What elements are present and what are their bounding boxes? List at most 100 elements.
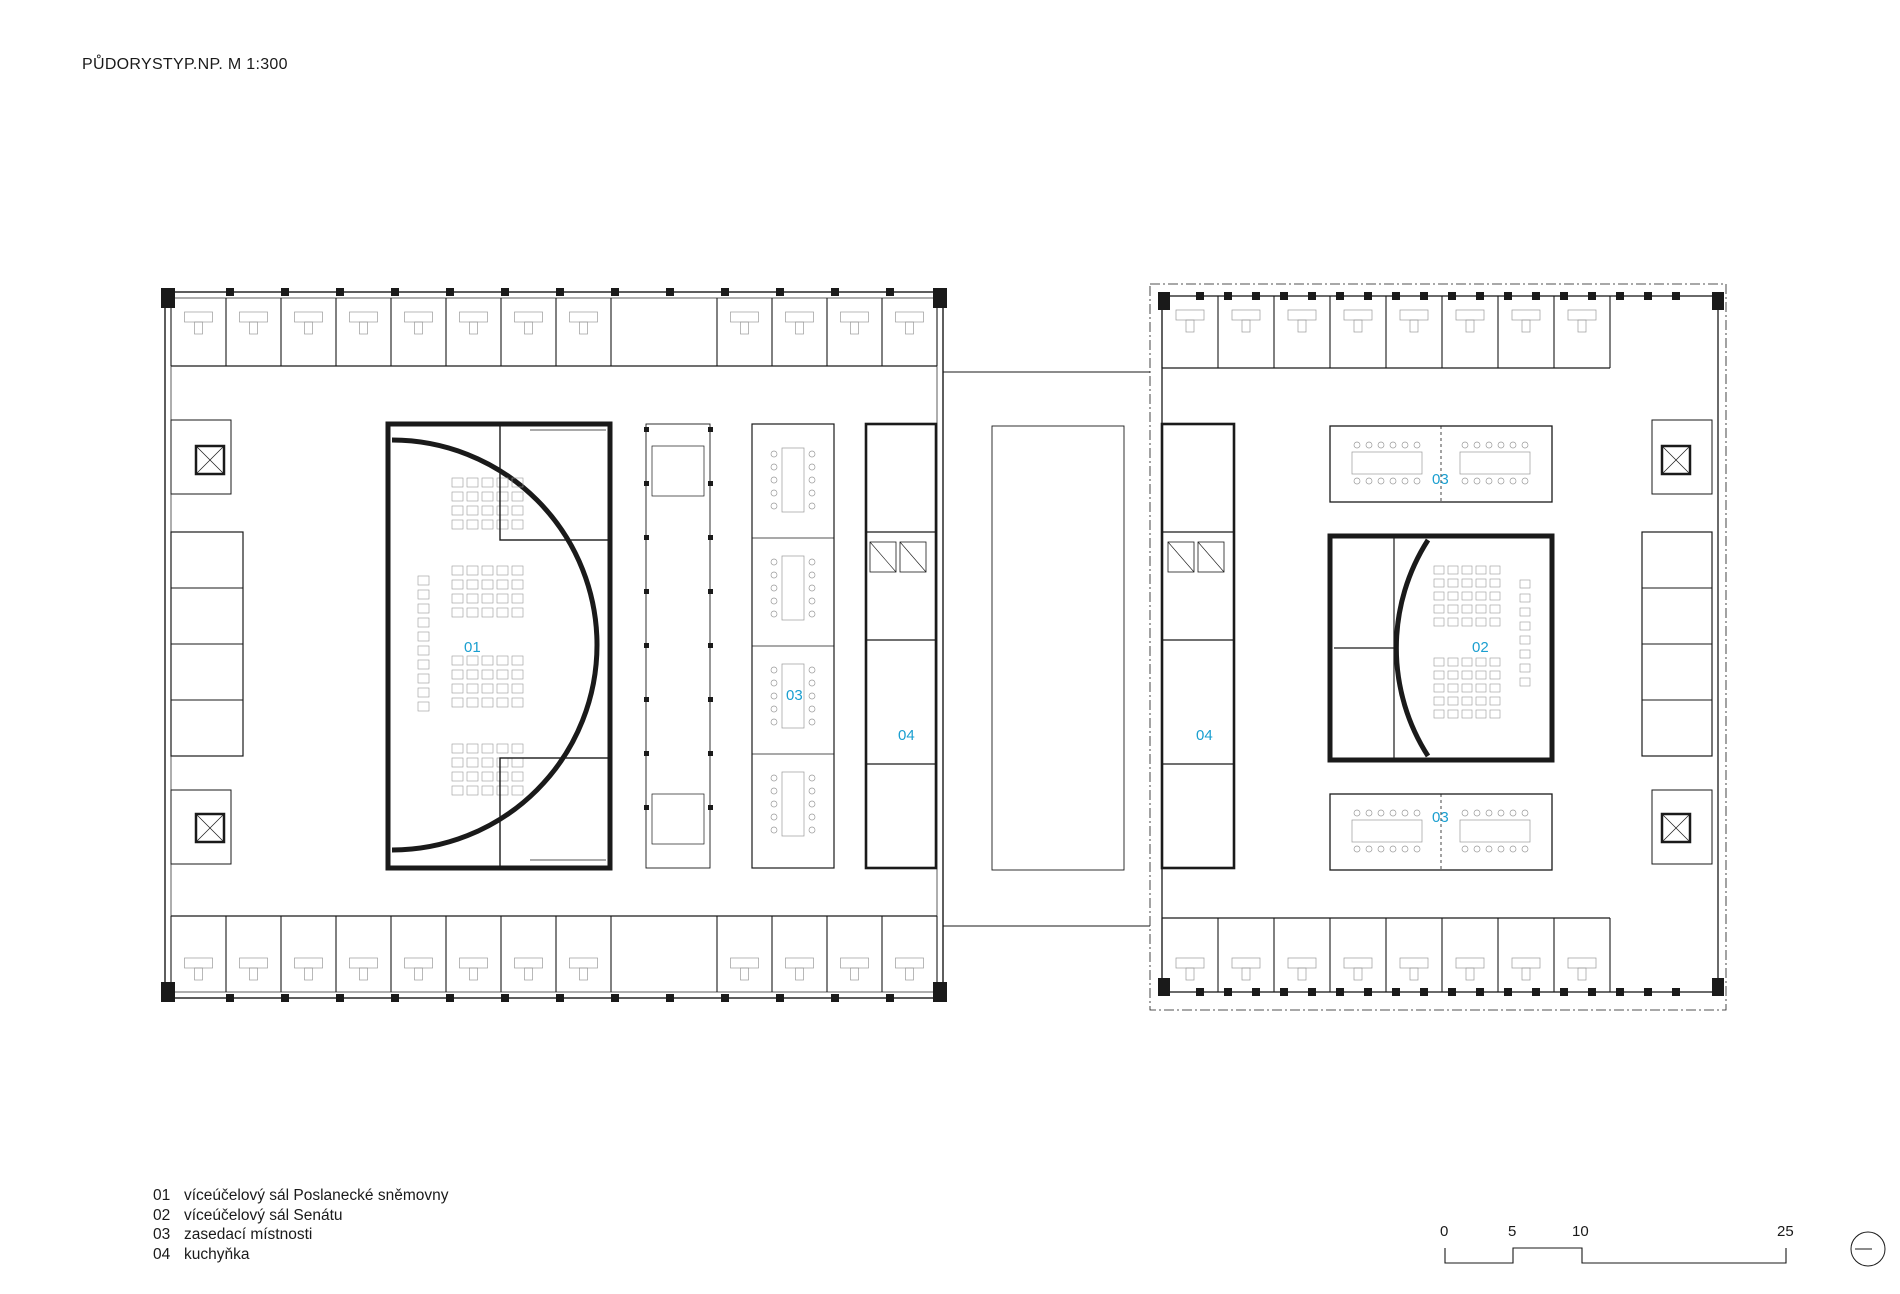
meeting-chair — [808, 571, 816, 579]
meeting-chair — [1401, 809, 1409, 817]
facade-column — [226, 994, 234, 1002]
office-chair — [414, 967, 423, 981]
office-desk — [514, 311, 543, 323]
office-chair — [905, 967, 914, 981]
facade-column — [1420, 292, 1428, 300]
office-desk — [1343, 309, 1373, 321]
facade-column — [1392, 292, 1400, 300]
meeting-chair — [808, 774, 816, 782]
meeting-chair — [1389, 809, 1397, 817]
seat — [1461, 696, 1473, 706]
seat — [511, 491, 524, 502]
seat — [481, 655, 494, 666]
seat — [417, 589, 430, 600]
seat — [451, 669, 464, 680]
meeting-chair — [1509, 477, 1517, 485]
meeting-chair — [770, 718, 778, 726]
meeting-table — [1459, 819, 1531, 843]
seat — [511, 785, 524, 796]
office-desk — [349, 311, 378, 323]
facade-column — [1308, 988, 1316, 996]
seat — [511, 505, 524, 516]
office-desk — [1231, 309, 1261, 321]
scale-bar — [1444, 1247, 1787, 1264]
office-desk — [1287, 309, 1317, 321]
seat — [1489, 578, 1501, 588]
seat — [496, 579, 509, 590]
meeting-chair — [1521, 477, 1529, 485]
seat — [481, 697, 494, 708]
meeting-table — [781, 447, 805, 513]
seat — [511, 519, 524, 530]
office-chair — [524, 967, 533, 981]
seat — [466, 477, 479, 488]
meeting-chair — [770, 800, 778, 808]
meeting-chair — [808, 692, 816, 700]
seat — [496, 505, 509, 516]
seat — [1489, 591, 1501, 601]
office-chair — [249, 321, 258, 335]
facade-column — [1224, 988, 1232, 996]
atrium-column — [644, 427, 649, 432]
scale-tick-5: 5 — [1508, 1223, 1516, 1240]
facade-column — [721, 994, 729, 1002]
seat — [466, 593, 479, 604]
meeting-chair — [808, 705, 816, 713]
seat — [451, 771, 464, 782]
atrium-column — [708, 535, 713, 540]
facade-column — [1280, 988, 1288, 996]
seat — [466, 519, 479, 530]
meeting-chair — [770, 463, 778, 471]
meeting-chair — [1485, 809, 1493, 817]
meeting-chair — [1497, 477, 1505, 485]
seat — [1519, 607, 1531, 617]
meeting-chair — [1461, 809, 1469, 817]
seat — [1447, 591, 1459, 601]
seat — [1475, 604, 1487, 614]
facade-column — [1476, 292, 1484, 300]
facade-column — [556, 288, 564, 296]
meeting-chair — [1353, 809, 1361, 817]
office-desk — [569, 957, 598, 969]
facade-column — [391, 994, 399, 1002]
seat — [466, 697, 479, 708]
seat — [1519, 635, 1531, 645]
meeting-chair — [1473, 441, 1481, 449]
office-chair — [1465, 319, 1475, 333]
connecting-bridge — [943, 371, 1150, 927]
meeting-chair — [1473, 845, 1481, 853]
meeting-chair — [1461, 477, 1469, 485]
seat — [496, 771, 509, 782]
seat — [1461, 591, 1473, 601]
meeting-chair — [770, 679, 778, 687]
facade-column — [391, 288, 399, 296]
office-desk — [569, 311, 598, 323]
office-desk — [184, 311, 213, 323]
office-chair — [359, 967, 368, 981]
office-chair — [1353, 319, 1363, 333]
meeting-chair — [1521, 809, 1529, 817]
seat — [1489, 696, 1501, 706]
office-chair — [304, 321, 313, 335]
meeting-chair — [1497, 441, 1505, 449]
meeting-chair — [770, 476, 778, 484]
facade-column — [611, 288, 619, 296]
office-chair — [304, 967, 313, 981]
meeting-chair — [1401, 477, 1409, 485]
seat — [1447, 683, 1459, 693]
office-chair — [1409, 319, 1419, 333]
facade-column — [1364, 988, 1372, 996]
seat — [417, 687, 430, 698]
seat — [1433, 591, 1445, 601]
office-desk — [404, 311, 433, 323]
meeting-chair — [1497, 809, 1505, 817]
office-chair — [1577, 967, 1587, 981]
seat — [1475, 657, 1487, 667]
seat — [1475, 617, 1487, 627]
facade-column — [1588, 988, 1596, 996]
seat — [1475, 696, 1487, 706]
office-chair — [1521, 319, 1531, 333]
meeting-chair — [770, 610, 778, 618]
